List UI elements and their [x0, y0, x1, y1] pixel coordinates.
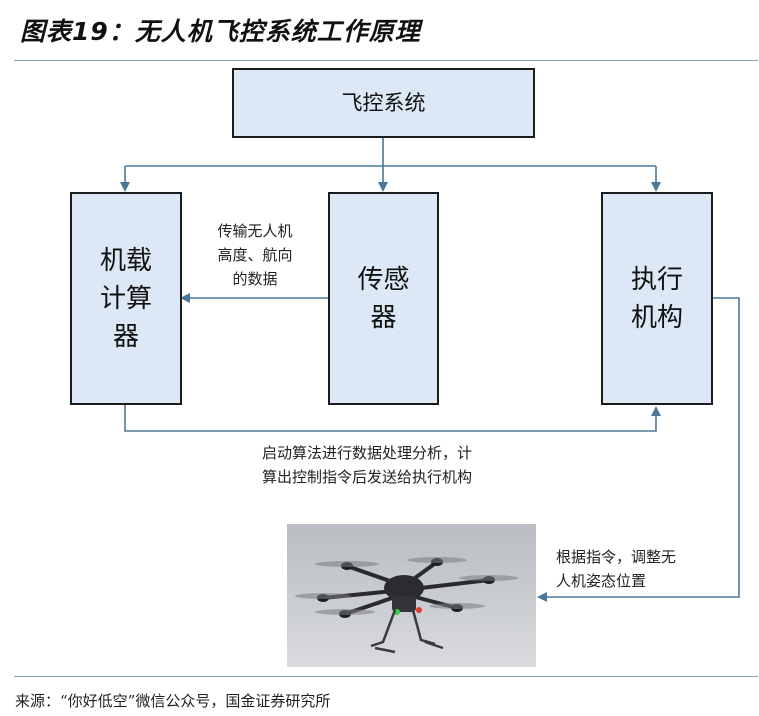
onboard-computer-line-3: 器 — [112, 321, 139, 352]
sensor-line-1: 传感 — [357, 264, 410, 295]
actuator-line-2: 机构 — [630, 302, 683, 333]
drone-photo — [287, 524, 536, 667]
sensor-line-2: 器 — [370, 302, 397, 333]
actuator-line-1: 执行 — [630, 264, 683, 295]
onboard-computer-box: 机载 计算 器 — [70, 192, 182, 405]
compute-label: 启动算法进行数据处理分析，计 算出控制指令后发送给执行机构 — [262, 441, 472, 489]
actuator-box: 执行 机构 — [601, 192, 713, 405]
footer-divider — [14, 676, 758, 677]
flight-control-box: 飞控系统 — [232, 68, 535, 138]
arrow-actuator-to-drone — [537, 297, 740, 602]
transmit-line-3: 的数据 — [232, 270, 278, 288]
onboard-computer-line-2: 计算 — [99, 283, 152, 314]
sensor-box: 传感 器 — [328, 192, 439, 405]
onboard-computer-line-1: 机载 — [99, 245, 152, 276]
source-note: 来源：“你好低空”微信公众号，国金证券研究所 — [15, 692, 331, 710]
adjust-line-2: 人机姿态位置 — [556, 572, 647, 590]
compute-line-2: 算出控制指令后发送给执行机构 — [262, 468, 473, 486]
arrow-computer-to-actuator — [124, 405, 661, 432]
flight-control-label: 飞控系统 — [341, 91, 426, 115]
transmit-label: 传输无人机 高度、航向 的数据 — [200, 219, 310, 291]
transmit-line-1: 传输无人机 — [217, 222, 293, 240]
adjust-line-1: 根据指令，调整无 — [556, 548, 677, 566]
compute-line-1: 启动算法进行数据处理分析，计 — [262, 444, 473, 462]
figure-title: 图表19：无人机飞控系统工作原理 — [20, 17, 421, 46]
title-divider — [14, 60, 758, 61]
drone-image — [287, 524, 536, 667]
transmit-line-2: 高度、航向 — [217, 246, 293, 264]
adjust-label: 根据指令，调整无 人机姿态位置 — [556, 545, 676, 593]
